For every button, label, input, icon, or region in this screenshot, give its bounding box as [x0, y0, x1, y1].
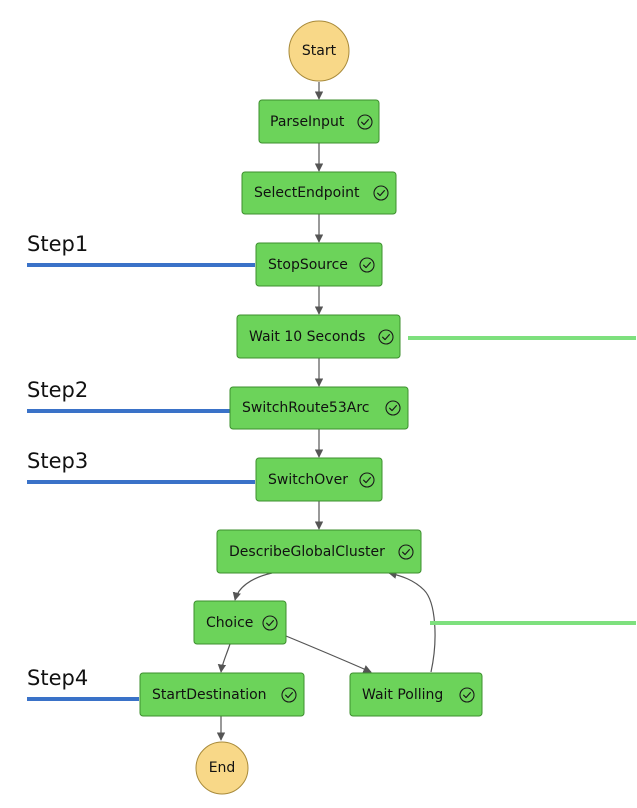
state-switchroute53arc-label: SwitchRoute53Arc — [242, 400, 369, 416]
state-wait-polling-label: Wait Polling — [362, 687, 443, 703]
end-node[interactable]: End — [195, 741, 249, 795]
state-choice[interactable]: Choice — [193, 600, 287, 645]
edge-waitpolling-describe — [388, 570, 436, 673]
state-wait-10-seconds[interactable]: Wait 10 Seconds — [236, 314, 401, 359]
state-wait-10-seconds-label: Wait 10 Seconds — [249, 329, 365, 345]
start-node-label: Start — [302, 43, 337, 59]
state-selectendpoint-label: SelectEndpoint — [254, 185, 360, 201]
highlight-markers — [408, 336, 636, 625]
state-wait-polling[interactable]: Wait Polling — [349, 672, 483, 717]
state-parseinput-label: ParseInput — [270, 114, 345, 130]
edge-describe-choice — [232, 572, 273, 601]
start-node[interactable]: Start — [288, 20, 350, 82]
step2-label: Step2 — [27, 378, 88, 402]
state-startdestination-label: StartDestination — [152, 687, 267, 703]
end-node-label: End — [209, 760, 236, 776]
edge-choice-waitpolling — [285, 635, 372, 673]
state-switchroute53arc[interactable]: SwitchRoute53Arc — [229, 386, 409, 430]
step-markers: Step1 Step2 Step3 Step4 — [27, 232, 255, 701]
step1-label: Step1 — [27, 232, 88, 256]
state-stopsource[interactable]: StopSource — [255, 242, 383, 287]
state-startdestination[interactable]: StartDestination — [139, 672, 305, 717]
state-choice-label: Choice — [206, 615, 253, 631]
state-switchover-label: SwitchOver — [268, 472, 348, 488]
state-parseinput[interactable]: ParseInput — [258, 99, 380, 144]
state-switchover[interactable]: SwitchOver — [255, 457, 383, 502]
edges — [216, 82, 436, 741]
step4-label: Step4 — [27, 666, 88, 690]
state-stopsource-label: StopSource — [268, 257, 348, 273]
edge-choice-startdestination — [217, 643, 231, 673]
state-selectendpoint[interactable]: SelectEndpoint — [241, 171, 397, 215]
state-describeglobalcluster-label: DescribeGlobalCluster — [229, 544, 385, 560]
state-describeglobalcluster[interactable]: DescribeGlobalCluster — [216, 529, 422, 574]
step3-label: Step3 — [27, 449, 88, 473]
